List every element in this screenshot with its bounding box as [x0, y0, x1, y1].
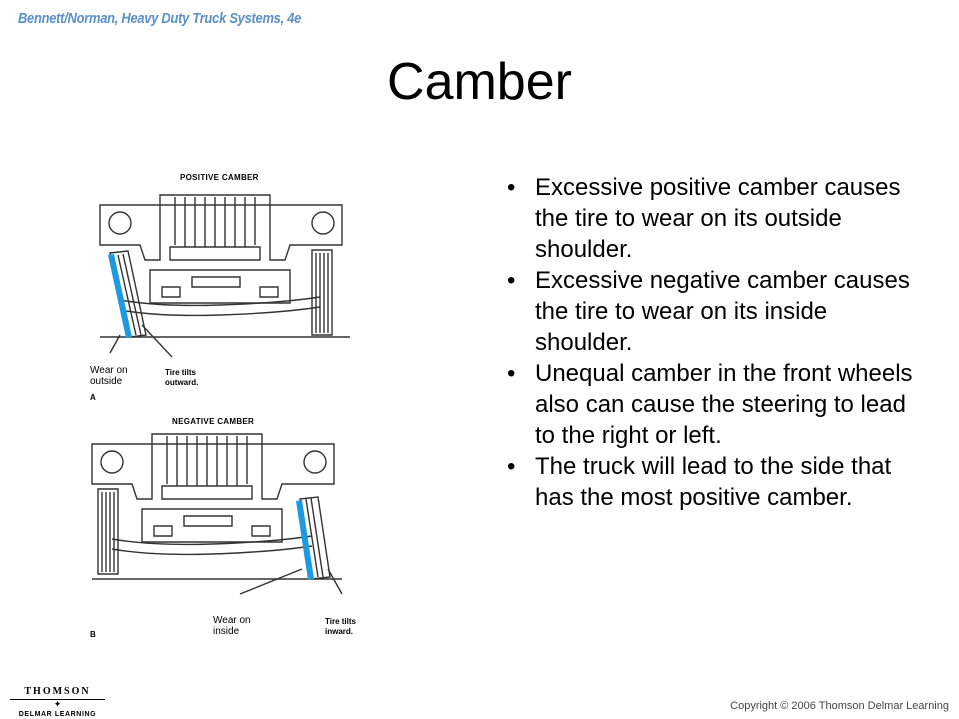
bullet-list: • Excessive positive camber causes the ti…: [500, 172, 920, 513]
tire-tilts-inward-note: Tire tilts inward.: [325, 617, 356, 636]
logo-star-icon: ✦: [53, 699, 62, 709]
positive-camber-drawing: [99, 194, 350, 358]
thomson-delmar-logo: THOMSON ✦ DELMAR LEARNING: [10, 686, 105, 718]
camber-figure: POSITIVE CAMBER: [80, 165, 380, 645]
bullet-glyph: •: [507, 453, 516, 480]
copyright-notice: Copyright © 2006 Thomson Delmar Learning: [730, 700, 949, 712]
bullet-text: Excessive negative camber causes the tir…: [535, 267, 910, 356]
bullet-glyph: •: [507, 267, 516, 294]
negative-camber-label: NEGATIVE CAMBER: [172, 417, 255, 426]
positive-camber-label: POSITIVE CAMBER: [180, 173, 259, 182]
bullet-item: • Excessive positive camber causes the ti…: [500, 172, 920, 265]
tire-tilts-outward-note: Tire tilts outward.: [165, 368, 199, 387]
bullet-glyph: •: [507, 174, 516, 201]
bullet-text: Excessive positive camber causes the tir…: [535, 174, 901, 263]
logo-delmar-text: DELMAR LEARNING: [18, 711, 97, 718]
bullet-glyph: •: [507, 360, 516, 387]
wear-outside-note: Wear on outside: [90, 365, 128, 387]
logo-thomson-text: THOMSON: [10, 686, 105, 700]
bullet-text: Unequal camber in the front wheels also …: [535, 360, 913, 449]
figure-letter-a: A: [90, 393, 97, 402]
wear-inside-note: Wear on inside: [213, 615, 251, 637]
bullet-item: • Excessive negative camber causes the ti…: [500, 265, 920, 358]
bullet-text: The truck will lead to the side that has…: [535, 453, 892, 511]
bullet-item: • The truck will lead to the side that ha…: [500, 451, 920, 513]
bullet-item: • Unequal camber in the front wheels also…: [500, 358, 920, 451]
slide-title: Camber: [387, 53, 572, 111]
figure-letter-b: B: [90, 630, 97, 639]
book-title-header: Bennett/Norman, Heavy Duty Truck Systems…: [18, 10, 302, 27]
negative-camber-drawing: [91, 433, 343, 595]
